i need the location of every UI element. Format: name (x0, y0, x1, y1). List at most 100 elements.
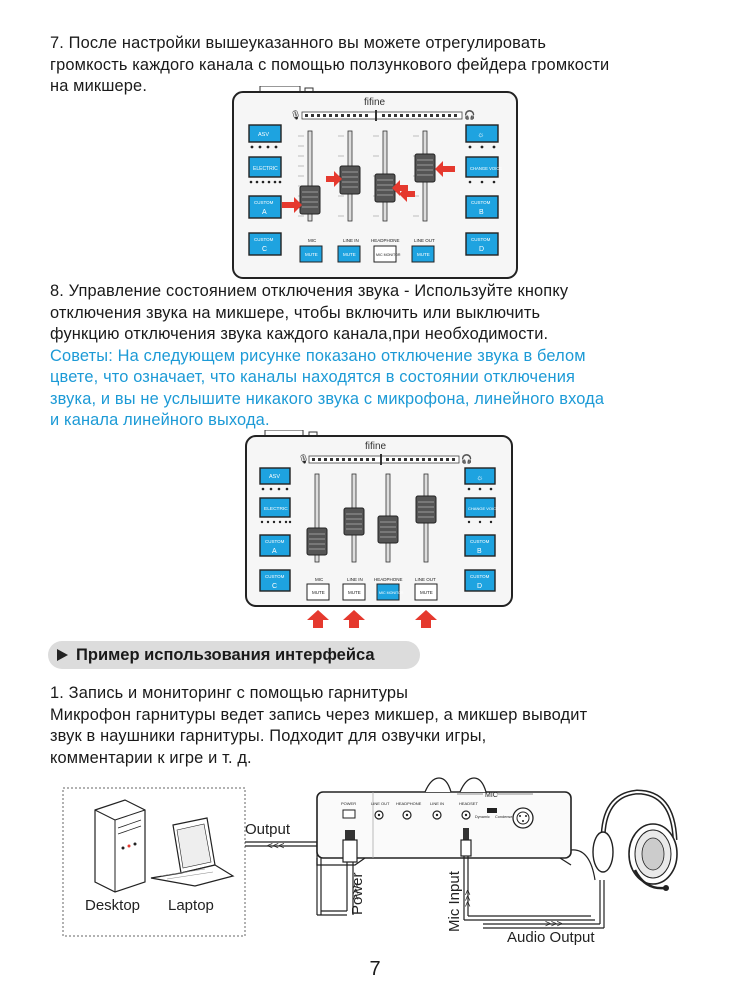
laptop-icon (150, 817, 235, 887)
fader-line-in[interactable] (339, 165, 361, 195)
arrow-up-icon (307, 610, 329, 628)
svg-text:CHANGE VOICE: CHANGE VOICE (468, 506, 499, 511)
mute-button-line-out[interactable]: MUTE (411, 245, 435, 263)
svg-text:D: D (479, 246, 484, 253)
audio-output-label: Audio Output (507, 929, 595, 946)
mic-icon: 🎙 (290, 110, 301, 120)
arrow-icon (435, 161, 455, 177)
mic-input-plug-icon (460, 828, 472, 920)
svg-text:ELECTRIC: ELECTRIC (264, 506, 288, 512)
svg-text:ELECTRIC: ELECTRIC (253, 166, 278, 172)
fader-mic[interactable] (299, 185, 321, 215)
mic-monitor-button[interactable]: MIC MONITOR (373, 245, 401, 263)
left-pad-asv[interactable]: ASV (259, 467, 291, 485)
svg-text:MIC MONITOR: MIC MONITOR (379, 591, 404, 595)
right-pad-light[interactable]: ☼ (465, 124, 499, 143)
step-7-text: 7. После настройки вышеуказанного вы мож… (50, 33, 710, 98)
left-pad-custom-c[interactable]: CUSTOM C (259, 569, 291, 592)
right-pad-custom-b[interactable]: CUSTOM B (464, 534, 496, 557)
svg-text:LINE IN: LINE IN (343, 238, 359, 243)
svg-text:C: C (272, 583, 277, 590)
mute-button-line-out[interactable]: MUTE (414, 583, 438, 601)
arrow-icon (282, 197, 302, 213)
svg-text:HEADPHONE: HEADPHONE (374, 577, 403, 582)
headphone-icon: 🎧 (461, 453, 472, 464)
page-number: 7 (369, 958, 381, 980)
right-pad-custom-b[interactable]: CUSTOM B (465, 195, 499, 219)
svg-text:HEADPHONE: HEADPHONE (371, 238, 400, 243)
right-pad-light[interactable]: ☼ (464, 467, 496, 485)
svg-text:B: B (479, 209, 484, 216)
left-pad-electric[interactable]: ELECTRIC (259, 497, 291, 518)
svg-text:A: A (272, 548, 277, 555)
usage-1-text: 1. Запись и мониторинг с помощью гарниту… (50, 683, 710, 769)
svg-text:MUTE: MUTE (417, 252, 430, 257)
svg-text:MIC: MIC (308, 238, 317, 243)
svg-text:CUSTOM: CUSTOM (470, 539, 490, 544)
svg-text:A: A (262, 209, 267, 216)
right-pad-change-voice[interactable]: CHANGE VOICE (465, 156, 502, 178)
svg-text:CUSTOM: CUSTOM (470, 574, 490, 579)
desktop-label: Desktop (85, 897, 140, 914)
mute-button-mic[interactable]: MUTE (299, 245, 323, 263)
fader-headphone[interactable] (377, 515, 399, 544)
mute-button-mic[interactable]: MUTE (306, 583, 330, 601)
section-title: Пример использования интерфейса (76, 646, 375, 664)
chevrons-up-icon: >>> (463, 889, 474, 907)
step-8-line: 8. Управление состоянием отключения звук… (50, 282, 569, 300)
tip-line: цвете, что означает, что каналы находятс… (50, 368, 576, 386)
arrow-up-icon (343, 610, 365, 628)
usage-line: комментарии к игре и т. д. (50, 748, 252, 767)
fader-line-in[interactable] (343, 507, 365, 536)
fader-mic[interactable] (306, 527, 328, 556)
svg-text:CUSTOM: CUSTOM (471, 200, 491, 205)
level-meter (308, 454, 460, 465)
svg-text:LINE IN: LINE IN (430, 801, 444, 806)
output-label: Output (245, 821, 291, 838)
arrow-up-icon (415, 610, 437, 628)
svg-text:Dynamic: Dynamic (475, 815, 490, 819)
headset-icon (592, 789, 678, 891)
tip-line: и канала линейного выхода. (50, 411, 270, 429)
mic-monitor-button[interactable]: MIC MONITOR (376, 583, 404, 601)
svg-text:MIC: MIC (315, 577, 324, 582)
step-7-line: 7. После настройки вышеуказанного вы мож… (50, 34, 547, 52)
connection-diagram: Desktop Laptop Output <<< POWER LINE OUT… (55, 770, 705, 950)
step-7-line: на микшере. (50, 77, 148, 95)
svg-text:☼: ☼ (477, 130, 484, 139)
fader-line-out[interactable] (414, 153, 436, 183)
svg-text:LINE OUT: LINE OUT (414, 238, 435, 243)
mute-button-line-in[interactable]: MUTE (337, 245, 361, 263)
svg-text:MUTE: MUTE (348, 590, 361, 595)
fader-line-out[interactable] (415, 495, 437, 524)
arrow-icon (399, 186, 415, 202)
left-pad-asv[interactable]: ASV (248, 124, 282, 143)
brand-logo: fifine (365, 441, 387, 452)
svg-text:POWER: POWER (341, 801, 356, 806)
svg-text:MUTE: MUTE (420, 590, 433, 595)
mic-icon: 🎙 (298, 454, 309, 464)
svg-text:MIC MONITOR: MIC MONITOR (376, 253, 401, 257)
svg-text:LINE IN: LINE IN (347, 577, 363, 582)
svg-text:B: B (477, 548, 482, 555)
connection-diagram-svg: Desktop Laptop Output <<< POWER LINE OUT… (62, 777, 678, 946)
svg-text:HEADPHONE: HEADPHONE (396, 801, 422, 806)
svg-text:CUSTOM: CUSTOM (265, 574, 285, 579)
arrow-icon (326, 171, 342, 187)
power-label: Power (349, 872, 366, 915)
svg-text:ASV: ASV (269, 474, 280, 480)
computer-group-box (62, 787, 246, 937)
right-pad-change-voice[interactable]: CHANGE VOICE (464, 497, 499, 518)
usage-line: Микрофон гарнитуры ведет запись через ми… (50, 705, 588, 724)
mute-button-line-in[interactable]: MUTE (342, 583, 366, 601)
left-pad-electric[interactable]: ELECTRIC (248, 156, 282, 178)
